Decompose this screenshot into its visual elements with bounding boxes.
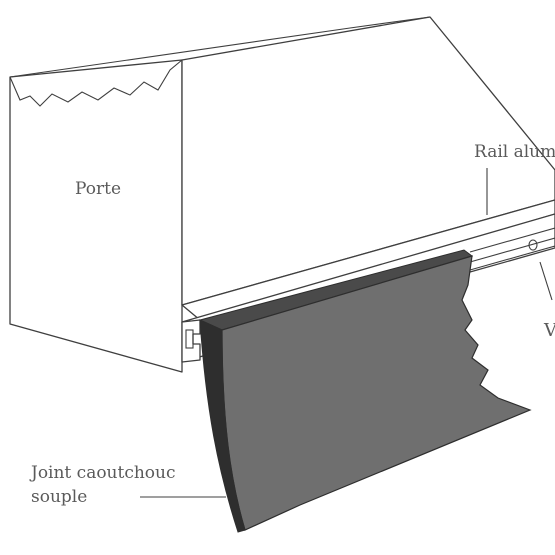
door-torn-edge <box>9 59 183 107</box>
door-top-edge <box>9 16 431 78</box>
joint-label-line1: Joint caoutchouc <box>31 463 176 483</box>
aluminium-rail-top <box>181 199 555 321</box>
rail-groove-line-3 <box>469 245 555 271</box>
rubber-seal-edge <box>199 319 246 533</box>
door-side-face <box>181 16 555 306</box>
joint-label-line2: souple <box>31 487 88 507</box>
rail-groove-line-1 <box>469 227 555 253</box>
screw-hole <box>528 239 538 251</box>
hole-leader-line <box>539 261 553 301</box>
hole-letter-label: V <box>544 320 555 341</box>
door-label: Porte <box>75 179 122 199</box>
rail-label: Rail alum <box>474 142 555 162</box>
door-front-face <box>9 59 183 373</box>
rail-groove-line-2 <box>469 237 555 263</box>
rail-slot <box>185 329 194 349</box>
